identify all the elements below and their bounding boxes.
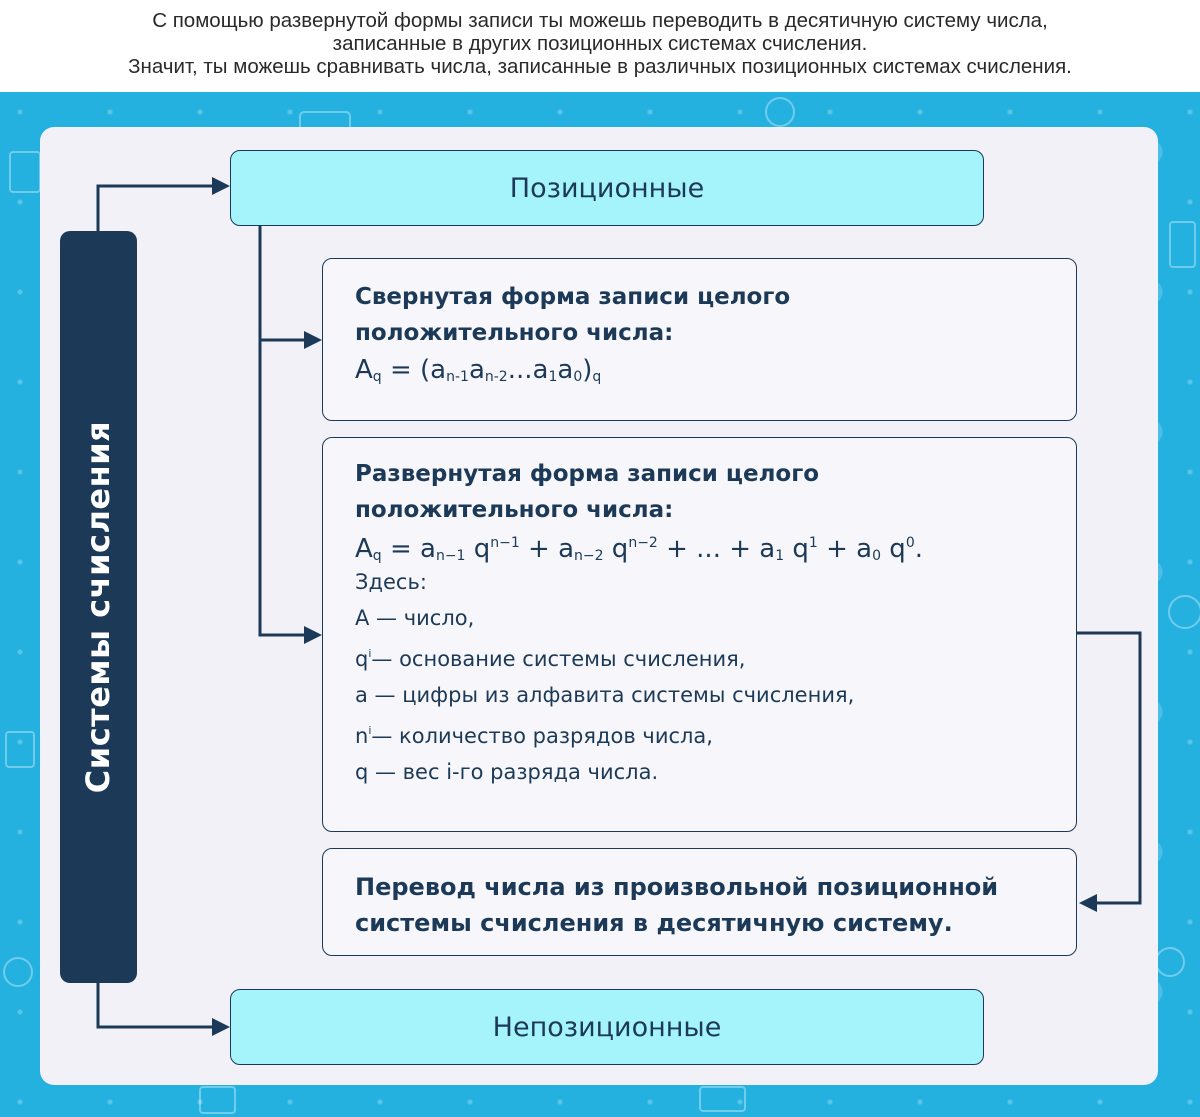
number-systems-sidebar: Системы счисления xyxy=(60,231,137,983)
conversion-card: Перевод числа из произвольной позиционно… xyxy=(322,848,1077,956)
legend-item-positions: ni— количество разрядов числа, xyxy=(355,713,1076,754)
legend-intro: Здесь: xyxy=(355,564,1076,600)
caption-line-2: записанные в других позиционных системах… xyxy=(0,32,1200,55)
expanded-form-card: Развернутая форма записи целого положите… xyxy=(322,437,1077,832)
legend-item-weight: q — вес i-го разряда числа. xyxy=(355,754,1076,790)
caption-line-3: Значит, ты можешь сравнивать числа, запи… xyxy=(0,55,1200,78)
collapsed-form-card: Свернутая форма записи целого положитель… xyxy=(322,258,1077,421)
conversion-line-1: Перевод числа из произвольной позиционно… xyxy=(355,869,1076,905)
legend-item-base: qi— основание системы счисления, xyxy=(355,636,1076,677)
nonpositional-box: Непозиционные xyxy=(230,989,984,1065)
collapsed-heading-line-1: Свернутая форма записи целого xyxy=(355,279,1076,315)
legend-item-digits: a — цифры из алфавита системы счисления, xyxy=(355,677,1076,713)
expanded-formula: Aq = an−1 qn−1 + an−2 qn−2 + ... + a1 q1… xyxy=(355,534,1076,564)
expanded-heading-line-1: Развернутая форма записи целого xyxy=(355,456,1076,492)
positional-label: Позиционные xyxy=(510,173,704,204)
legend-item-number: A — число, xyxy=(355,600,1076,636)
collapsed-heading-line-2: положительного числа: xyxy=(355,315,1076,351)
positional-box: Позиционные xyxy=(230,150,984,226)
sidebar-label: Системы счисления xyxy=(80,421,118,793)
caption-line-1: С помощью развернутой формы записи ты мо… xyxy=(0,9,1200,32)
expanded-heading-line-2: положительного числа: xyxy=(355,492,1076,528)
conversion-line-2: системы счисления в десятичную систему. xyxy=(355,905,1076,941)
collapsed-formula: Aq = (an-1an-2...a1a0)q xyxy=(355,355,1076,385)
nonpositional-label: Непозиционные xyxy=(493,1012,722,1043)
caption: С помощью развернутой формы записи ты мо… xyxy=(0,0,1200,92)
